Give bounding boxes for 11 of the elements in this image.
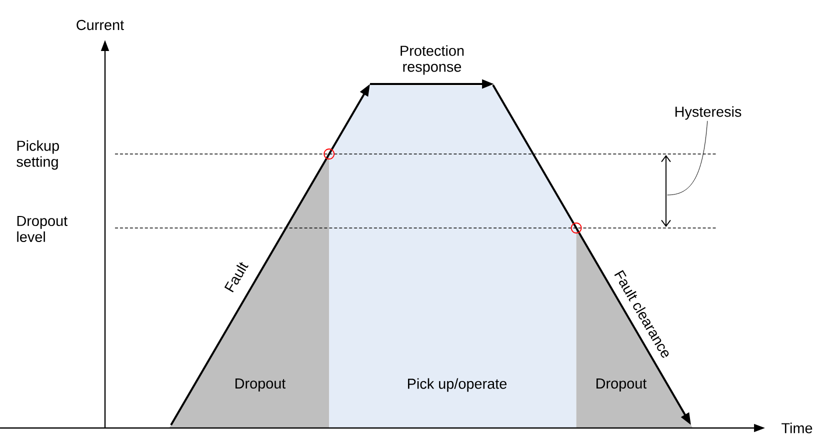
axis-label: Time	[782, 422, 812, 434]
annotation-text: Hysteresis	[675, 106, 742, 120]
level-label: Dropout level	[17, 216, 68, 242]
region-label: Dropout	[236, 378, 286, 392]
double-arrow	[661, 155, 671, 227]
leader-line	[666, 120, 708, 196]
region-label: Pick up/operate	[408, 378, 507, 392]
region-label: Dropout	[596, 378, 647, 392]
level-label: Pickup setting	[16, 140, 59, 170]
arrow-label: Protection response	[400, 45, 464, 75]
axis-label: Current	[76, 20, 124, 30]
